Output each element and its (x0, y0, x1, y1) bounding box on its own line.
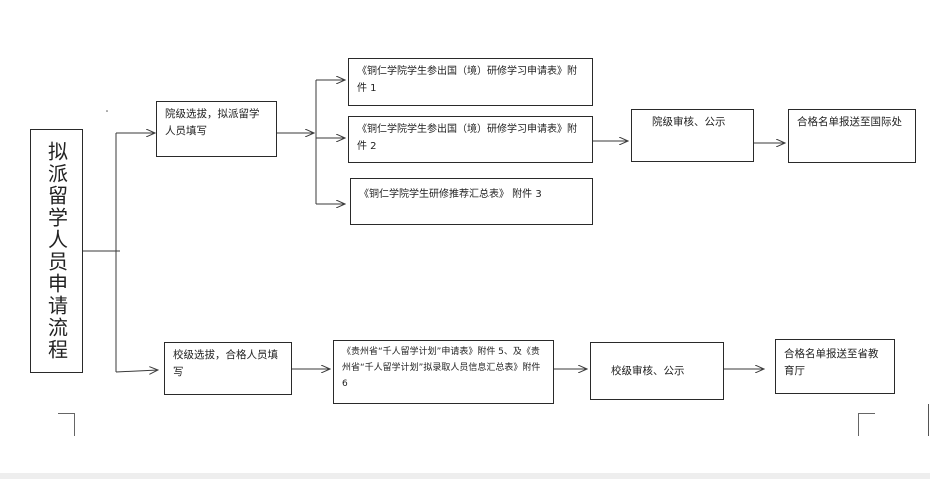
process-title-box: 拟派留学人员申请流程 (30, 129, 83, 373)
form-box-2: 《铜仁学院学生参出国（境）研修学习申请表》附件 2 (348, 116, 593, 163)
arrow-to-school-select (115, 370, 158, 372)
form-text-2: 《铜仁学院学生参出国（境）研修学习申请表》附件 2 (357, 124, 577, 152)
form-box-3: 《铜仁学院学生研修推荐汇总表》 附件 3 (350, 178, 593, 225)
stray-dot (106, 110, 108, 112)
college-review-box: 院级审核、公示 (631, 109, 754, 162)
margin-corner-right (858, 413, 875, 436)
school-selection-text: 校级选拔，合格人员填写 (173, 349, 278, 378)
college-submit-text: 合格名单报送至国际处 (797, 116, 902, 128)
school-forms-text: 《贵州省“千人留学计划”申请表》附件 5、及《贵州省“千人留学计划”拟录取人员信… (342, 347, 541, 389)
school-selection-box: 校级选拔，合格人员填写 (164, 342, 292, 395)
margin-rule-right (928, 404, 929, 436)
college-selection-text: 院级选拔，拟派留学人员填写 (165, 108, 260, 137)
page-bottom-edge (0, 473, 930, 479)
college-review-text: 院级审核、公示 (652, 116, 726, 128)
form-text-3: 《铜仁学院学生研修推荐汇总表》 附件 3 (359, 189, 542, 200)
process-title: 拟派留学人员申请流程 (44, 141, 69, 361)
form-box-1: 《铜仁学院学生参出国（境）研修学习申请表》附件 1 (348, 58, 593, 106)
school-submit-box: 合格名单报送至省教育厅 (775, 339, 895, 394)
college-selection-box: 院级选拔，拟派留学人员填写 (156, 101, 277, 157)
school-submit-text: 合格名单报送至省教育厅 (784, 348, 879, 377)
form-text-1: 《铜仁学院学生参出国（境）研修学习申请表》附件 1 (357, 66, 577, 94)
college-submit-box: 合格名单报送至国际处 (788, 109, 916, 163)
school-forms-box: 《贵州省“千人留学计划”申请表》附件 5、及《贵州省“千人留学计划”拟录取人员信… (333, 340, 554, 404)
margin-corner-left (58, 413, 75, 436)
school-review-text: 校级审核、公示 (611, 364, 685, 377)
school-review-box: 校级审核、公示 (590, 342, 724, 400)
